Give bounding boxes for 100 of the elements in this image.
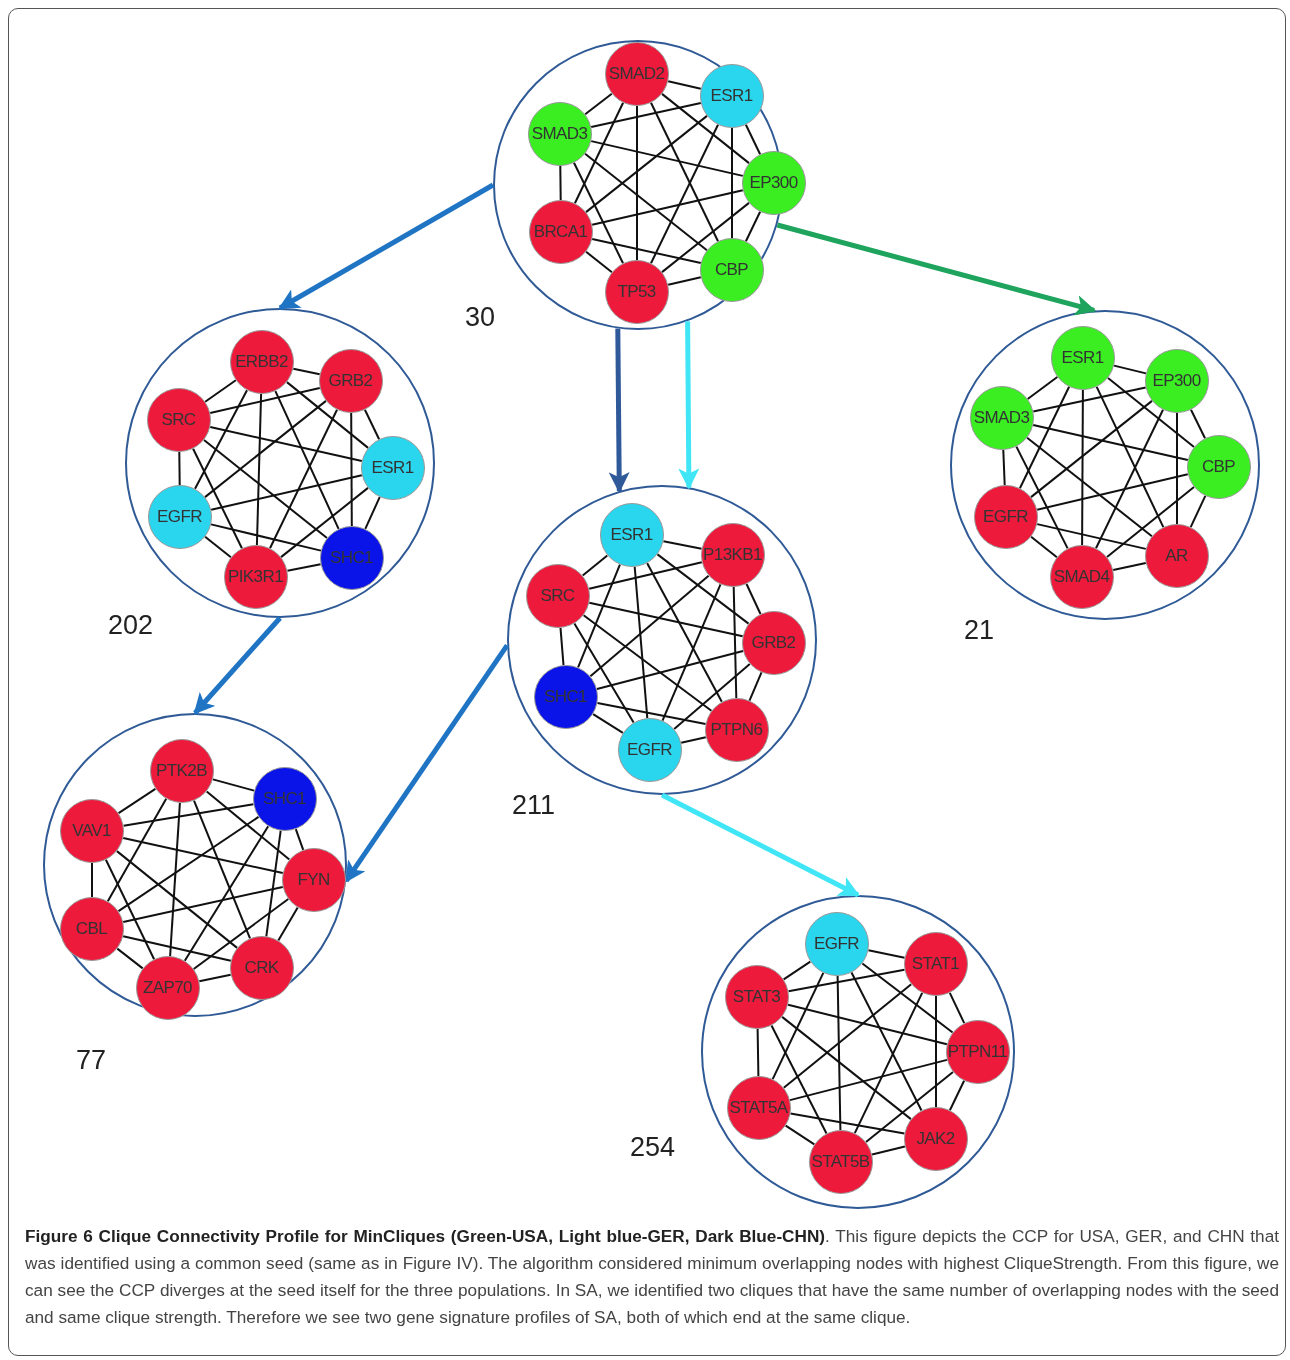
connector-line	[591, 189, 744, 226]
connector-line	[573, 161, 624, 265]
connector-line	[363, 408, 381, 441]
gene-circle	[281, 847, 346, 912]
gene-label: PIK3R1	[228, 566, 283, 587]
gene-circle	[1186, 434, 1251, 499]
gene-label: STAT1	[911, 953, 960, 974]
gene-label: SMAD2	[608, 63, 665, 84]
connector-line	[744, 123, 762, 156]
gene-circle	[808, 1129, 873, 1194]
arrow	[608, 328, 630, 494]
connector-line	[656, 553, 750, 625]
connector-line	[867, 949, 906, 959]
connector-line	[585, 250, 613, 274]
clique-score: 202	[108, 610, 154, 641]
connector-line	[667, 276, 702, 286]
gene-label: GRB2	[328, 370, 373, 391]
gene-label: ERBB2	[235, 351, 288, 372]
connector-line	[745, 583, 762, 615]
connector-line	[836, 975, 842, 1131]
connector-line	[1190, 408, 1206, 440]
connector-line	[122, 803, 255, 827]
connector-line	[192, 447, 243, 550]
connector-line	[211, 778, 256, 792]
arrow	[193, 616, 282, 715]
connector-line	[646, 562, 723, 703]
connector-line	[744, 210, 762, 243]
connector-line	[1112, 561, 1147, 572]
gene-circle	[252, 766, 317, 831]
gene-circle	[699, 63, 764, 128]
gene-circle	[599, 502, 664, 567]
connector-line	[756, 1028, 760, 1077]
connector-line	[782, 983, 913, 1089]
connector-line	[787, 1003, 948, 1046]
gene-label: CRK	[244, 957, 279, 978]
gene-label: CBP	[1201, 456, 1236, 477]
gene-circle	[1049, 544, 1114, 609]
connector-line	[1026, 436, 1153, 538]
connector-line	[1002, 449, 1006, 486]
connector-line	[584, 152, 708, 252]
connector-line	[209, 426, 363, 462]
connector-line	[584, 92, 613, 116]
gene-circle	[804, 911, 869, 976]
connector-line	[1107, 377, 1195, 448]
connector-line	[280, 486, 369, 559]
gene-circle	[1144, 348, 1209, 413]
gene-label: EGFR	[814, 933, 859, 954]
gene-circle	[969, 385, 1034, 450]
clique-circle	[507, 485, 817, 795]
connector-line	[192, 898, 290, 970]
gene-circle	[973, 484, 1038, 549]
arrow	[678, 321, 700, 490]
gene-label: PTK2B	[156, 760, 207, 781]
gene-label: EP300	[749, 172, 798, 193]
gene-label: SMAD3	[531, 123, 588, 144]
connector-line	[194, 389, 248, 490]
gene-label: AR	[1165, 545, 1188, 566]
gene-circle	[1050, 325, 1115, 390]
gene-circle	[903, 931, 968, 996]
arrow	[278, 182, 495, 311]
clique-circle	[950, 310, 1260, 620]
connector-line	[1176, 412, 1178, 525]
gene-label: SMAD3	[973, 407, 1030, 428]
connector-line	[204, 399, 327, 499]
connector-line	[178, 451, 181, 486]
connector-line	[590, 101, 702, 129]
connector-line	[210, 474, 363, 511]
connector-line	[590, 140, 744, 177]
connector-line	[255, 393, 263, 546]
connector-line	[116, 947, 144, 970]
clique-score: 211	[512, 790, 556, 821]
connector-line	[364, 496, 381, 530]
clique-score: 77	[76, 1045, 107, 1076]
connector-line	[91, 862, 93, 898]
gene-circle	[700, 522, 765, 587]
connector-line	[731, 127, 733, 239]
connector-line	[673, 662, 751, 731]
gene-circle	[726, 1075, 791, 1140]
gene-label: SRC	[540, 585, 575, 606]
connector-line	[1081, 389, 1084, 546]
gene-label: PTPN6	[710, 719, 763, 740]
gene-label: FYN	[297, 869, 330, 890]
gene-label: ESR1	[1061, 347, 1104, 368]
connector-line	[204, 535, 232, 559]
connector-line	[596, 650, 744, 690]
gene-label: ESR1	[610, 524, 653, 545]
connector-line	[122, 885, 284, 924]
connector-line	[1036, 523, 1147, 550]
connector-line	[588, 601, 744, 638]
gene-label: EGFR	[157, 506, 202, 527]
gene-label: GRB2	[751, 632, 796, 653]
gene-label: EGFR	[983, 506, 1028, 527]
connector-line	[209, 387, 321, 414]
connector-line	[850, 971, 923, 1112]
gene-circle	[945, 1019, 1010, 1084]
gene-circle	[699, 237, 764, 302]
connector-line	[106, 797, 168, 903]
connector-line	[650, 101, 719, 243]
gene-label: ESR1	[371, 457, 414, 478]
connector-line	[559, 165, 562, 201]
